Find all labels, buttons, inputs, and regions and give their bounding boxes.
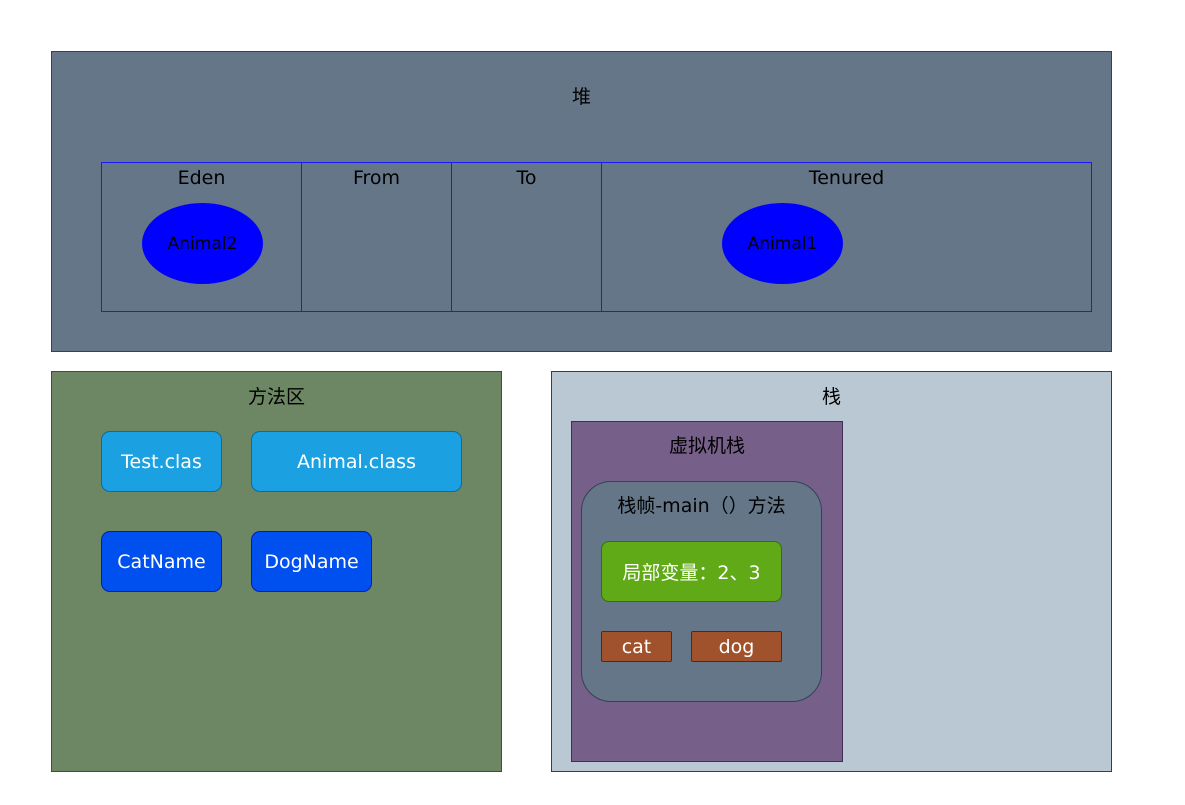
method-area-region: 方法区 Test.clas Animal.class CatName DogNa… xyxy=(51,371,502,772)
animal-class-box: Animal.class xyxy=(251,431,462,492)
to-survivor: To xyxy=(451,162,602,312)
stack-frame-title: 栈帧-main（）方法 xyxy=(617,495,786,517)
cat-reference: cat xyxy=(601,631,672,662)
method-area-title: 方法区 xyxy=(247,386,305,408)
local-variables-box: 局部变量：2、3 xyxy=(601,541,782,602)
test-class-box: Test.clas xyxy=(101,431,222,492)
dog-reference: dog xyxy=(691,631,782,662)
to-label: To xyxy=(516,167,537,189)
dogname-box: DogName xyxy=(251,531,372,592)
from-survivor: From xyxy=(301,162,452,312)
eden-generation: Eden Animal2 xyxy=(101,162,302,312)
animal2-object: Animal2 xyxy=(142,203,263,284)
heap-region: 堆 Eden Animal2 From To Tenured Animal1 xyxy=(51,51,1112,352)
stack-frame-main: 栈帧-main（）方法 局部变量：2、3 cat dog xyxy=(581,481,822,702)
tenured-label: Tenured xyxy=(808,167,885,189)
stack-title: 栈 xyxy=(821,386,841,408)
stack-region: 栈 虚拟机栈 栈帧-main（）方法 局部变量：2、3 cat dog xyxy=(551,371,1112,772)
tenured-generation: Tenured Animal1 xyxy=(601,162,1092,312)
vm-stack: 虚拟机栈 栈帧-main（）方法 局部变量：2、3 cat dog xyxy=(571,421,843,762)
catname-box: CatName xyxy=(101,531,222,592)
vm-stack-title: 虚拟机栈 xyxy=(668,435,745,457)
eden-label: Eden xyxy=(177,167,226,189)
animal1-object: Animal1 xyxy=(722,203,843,284)
from-label: From xyxy=(352,167,401,189)
heap-title: 堆 xyxy=(571,86,591,108)
